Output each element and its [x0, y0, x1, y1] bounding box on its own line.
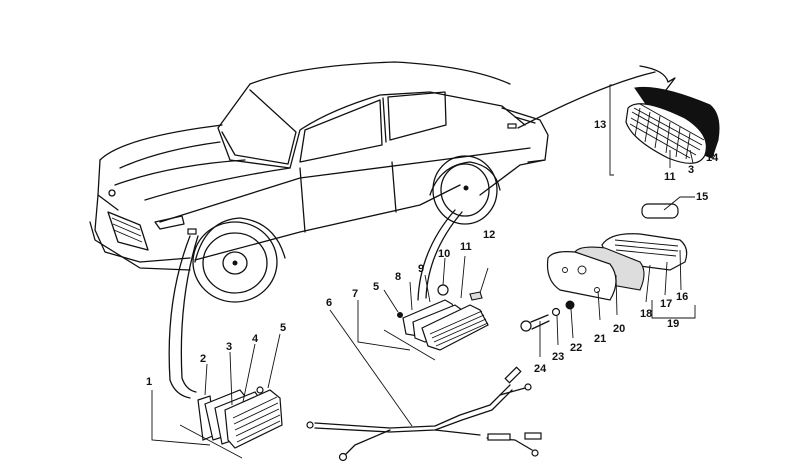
side-marker-exploded — [397, 284, 489, 351]
callout-12: 12 — [483, 229, 495, 241]
pointer-arrow-side-marker — [417, 209, 456, 301]
callout-3: 3 — [226, 341, 232, 353]
callout-3b: 3 — [688, 164, 694, 176]
callout-22: 22 — [570, 342, 582, 354]
callout-10: 10 — [438, 248, 450, 260]
front-wheel — [192, 217, 286, 303]
callout-4: 4 — [252, 333, 259, 345]
callout-5: 5 — [280, 322, 286, 334]
callout-8: 8 — [395, 271, 401, 283]
bulb — [641, 196, 695, 219]
callout-15: 15 — [696, 191, 708, 203]
callout-1: 1 — [146, 376, 152, 388]
callout-24: 24 — [534, 363, 547, 375]
car-illustration — [89, 61, 549, 303]
callout-23: 23 — [552, 351, 564, 363]
bracket-19 — [651, 300, 696, 319]
callout-21: 21 — [594, 333, 606, 345]
callout-16: 16 — [676, 291, 688, 303]
front-marker-on-car — [187, 228, 197, 235]
callout-labels: 1 2 3 4 5 6 7 5 8 9 10 11 12 13 11 3 14 … — [146, 119, 719, 388]
hardware-screw-washer-nut — [520, 300, 575, 332]
callout-13: 13 — [594, 119, 606, 131]
callout-18: 18 — [640, 308, 652, 320]
rear-lamp-exploded — [546, 233, 688, 301]
callout-14: 14 — [706, 152, 719, 164]
rear-marker-on-car — [507, 123, 517, 129]
callout-11: 11 — [460, 241, 472, 253]
callout-9: 9 — [418, 263, 424, 275]
callout-5b: 5 — [373, 281, 379, 293]
pointer-arrow-to-rear-lamp — [517, 71, 656, 129]
front-marker-exploded — [197, 386, 283, 449]
arrow-head-rear — [639, 65, 676, 91]
callout-11b: 11 — [664, 171, 676, 183]
callout-6: 6 — [326, 297, 332, 309]
bracket-13 — [609, 84, 614, 176]
rear-lamp-assembly — [625, 86, 720, 164]
wiring-harness — [306, 366, 542, 462]
callout-19: 19 — [667, 318, 679, 330]
callout-2: 2 — [200, 353, 206, 365]
callout-17: 17 — [660, 298, 672, 310]
rear-wheel — [429, 155, 501, 225]
callout-20: 20 — [613, 323, 625, 335]
pointer-arrow-front-left — [168, 235, 191, 399]
callout-7: 7 — [352, 288, 358, 300]
